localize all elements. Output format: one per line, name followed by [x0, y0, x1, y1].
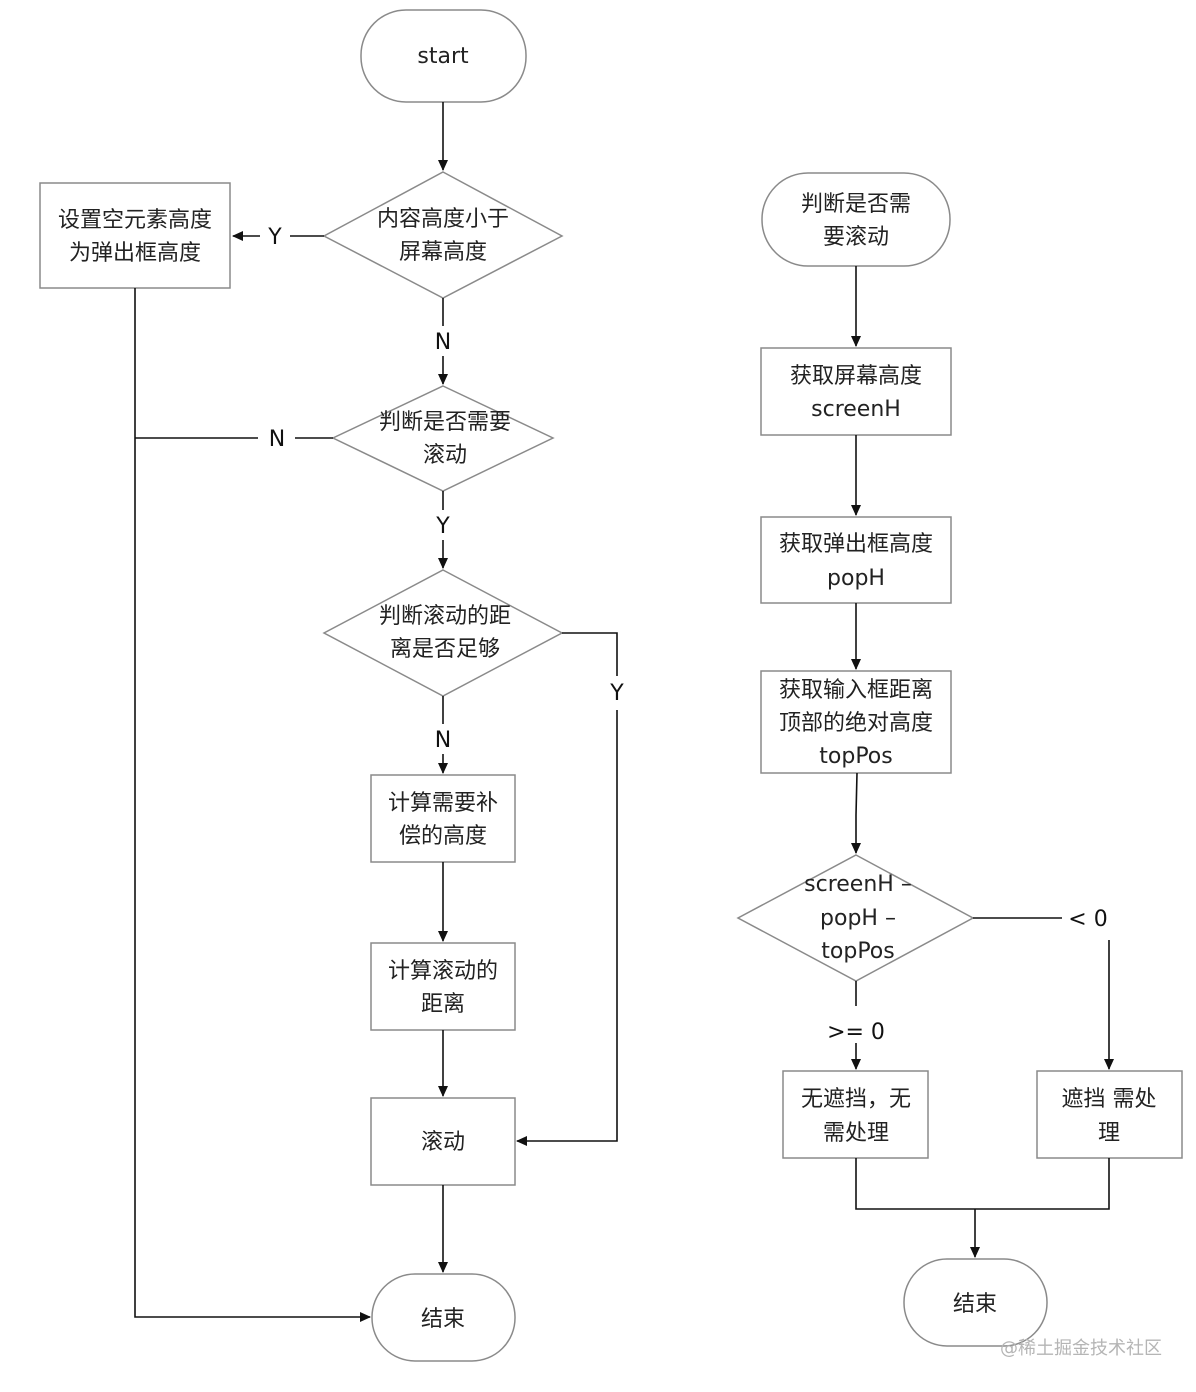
get-input-top-box: 获取输入框距离 顶部的绝对高度 topPos [760, 670, 952, 774]
set-empty-height-label-2: 为弹出框高度 [69, 241, 201, 266]
formula-label-1: screenH – [804, 872, 912, 897]
label-lt0: < 0 [1068, 907, 1107, 932]
label-ge0: >= 0 [827, 1020, 885, 1045]
need-scroll-label-2: 滚动 [423, 443, 467, 468]
block-label-1: 遮挡 需处 [1062, 1087, 1157, 1112]
end-label-right: 结束 [953, 1292, 997, 1317]
edge-enough-y-to-scroll [516, 710, 618, 1146]
calc-scroll-distance-box: 计算滚动的 距离 [370, 942, 516, 1031]
get-pop-height-box: 获取弹出框高度 popH [760, 516, 952, 604]
get-pop-height-label-1: 获取弹出框高度 [779, 532, 933, 557]
calc-scroll-distance-label-2: 距离 [421, 992, 465, 1017]
label-n-scroll-enough: N [435, 728, 451, 753]
get-input-top-label-3: topPos [819, 744, 892, 769]
get-screen-height-label-1: 获取屏幕高度 [790, 364, 922, 389]
label-n-content-height: N [435, 330, 451, 355]
formula-decision: screenH – popH – topPos [736, 854, 975, 982]
no-block-label-2: 需处理 [823, 1121, 889, 1146]
get-screen-height-label-2: screenH [811, 397, 901, 422]
get-pop-height-label-2: popH [827, 566, 885, 591]
need-scroll-label-1: 判断是否需要 [379, 410, 511, 435]
end-label-left: 结束 [421, 1307, 465, 1332]
edge-input-to-formula [851, 772, 861, 854]
right-start-label-2: 要滚动 [823, 225, 889, 250]
scroll-enough-label-2: 离是否足够 [390, 637, 500, 662]
edge-merge-bar [855, 1158, 1110, 1210]
scroll-label: 滚动 [421, 1130, 465, 1155]
formula-label-3: topPos [821, 939, 894, 964]
label-n-need-scroll: N [269, 427, 285, 452]
end-terminal-left: 结束 [371, 1273, 516, 1362]
start-terminal: start [360, 9, 527, 103]
content-height-label-1: 内容高度小于 [377, 207, 509, 232]
formula-label-2: popH – [820, 906, 896, 931]
end-terminal-right: 结束 [903, 1258, 1048, 1347]
scroll-enough-label-1: 判断滚动的距 [379, 604, 511, 629]
label-y-content-height: Y [267, 225, 282, 250]
content-height-label-2: 屏幕高度 [399, 240, 487, 265]
calc-compensate-label-2: 偿的高度 [399, 824, 487, 849]
content-height-decision: 内容高度小于 屏幕高度 [322, 171, 564, 299]
edge-left-rail-to-end [134, 288, 371, 1322]
watermark-text: @稀土掘金技术社区 [1000, 1338, 1162, 1359]
calc-compensate-box: 计算需要补 偿的高度 [370, 774, 516, 863]
no-block-box: 无遮挡，无 需处理 [782, 1070, 929, 1159]
scroll-enough-decision: 判断滚动的距 离是否足够 [322, 569, 564, 697]
get-input-top-label-1: 获取输入框距离 [779, 678, 933, 703]
edge-enough-y-segment [562, 632, 618, 676]
label-y-need-scroll: Y [435, 514, 450, 539]
no-block-label-1: 无遮挡，无 [801, 1087, 911, 1112]
calc-compensate-label-1: 计算需要补 [388, 791, 498, 816]
calc-scroll-distance-label-1: 计算滚动的 [388, 959, 498, 984]
right-start-label-1: 判断是否需 [801, 192, 911, 217]
get-screen-height-box: 获取屏幕高度 screenH [760, 347, 952, 436]
need-scroll-decision: 判断是否需要 滚动 [331, 385, 555, 492]
block-box: 遮挡 需处 理 [1036, 1070, 1183, 1159]
start-label: start [417, 44, 469, 69]
right-start-terminal: 判断是否需 要滚动 [761, 172, 951, 267]
block-label-2: 理 [1098, 1121, 1120, 1146]
scroll-box: 滚动 [370, 1097, 516, 1186]
right-connectors [851, 266, 1114, 1258]
get-input-top-label-2: 顶部的绝对高度 [779, 711, 933, 736]
set-empty-height-box: 设置空元素高度 为弹出框高度 [39, 182, 231, 289]
set-empty-height-label-1: 设置空元素高度 [58, 208, 212, 233]
left-connectors [134, 102, 618, 1322]
label-y-scroll-enough: Y [609, 681, 624, 706]
